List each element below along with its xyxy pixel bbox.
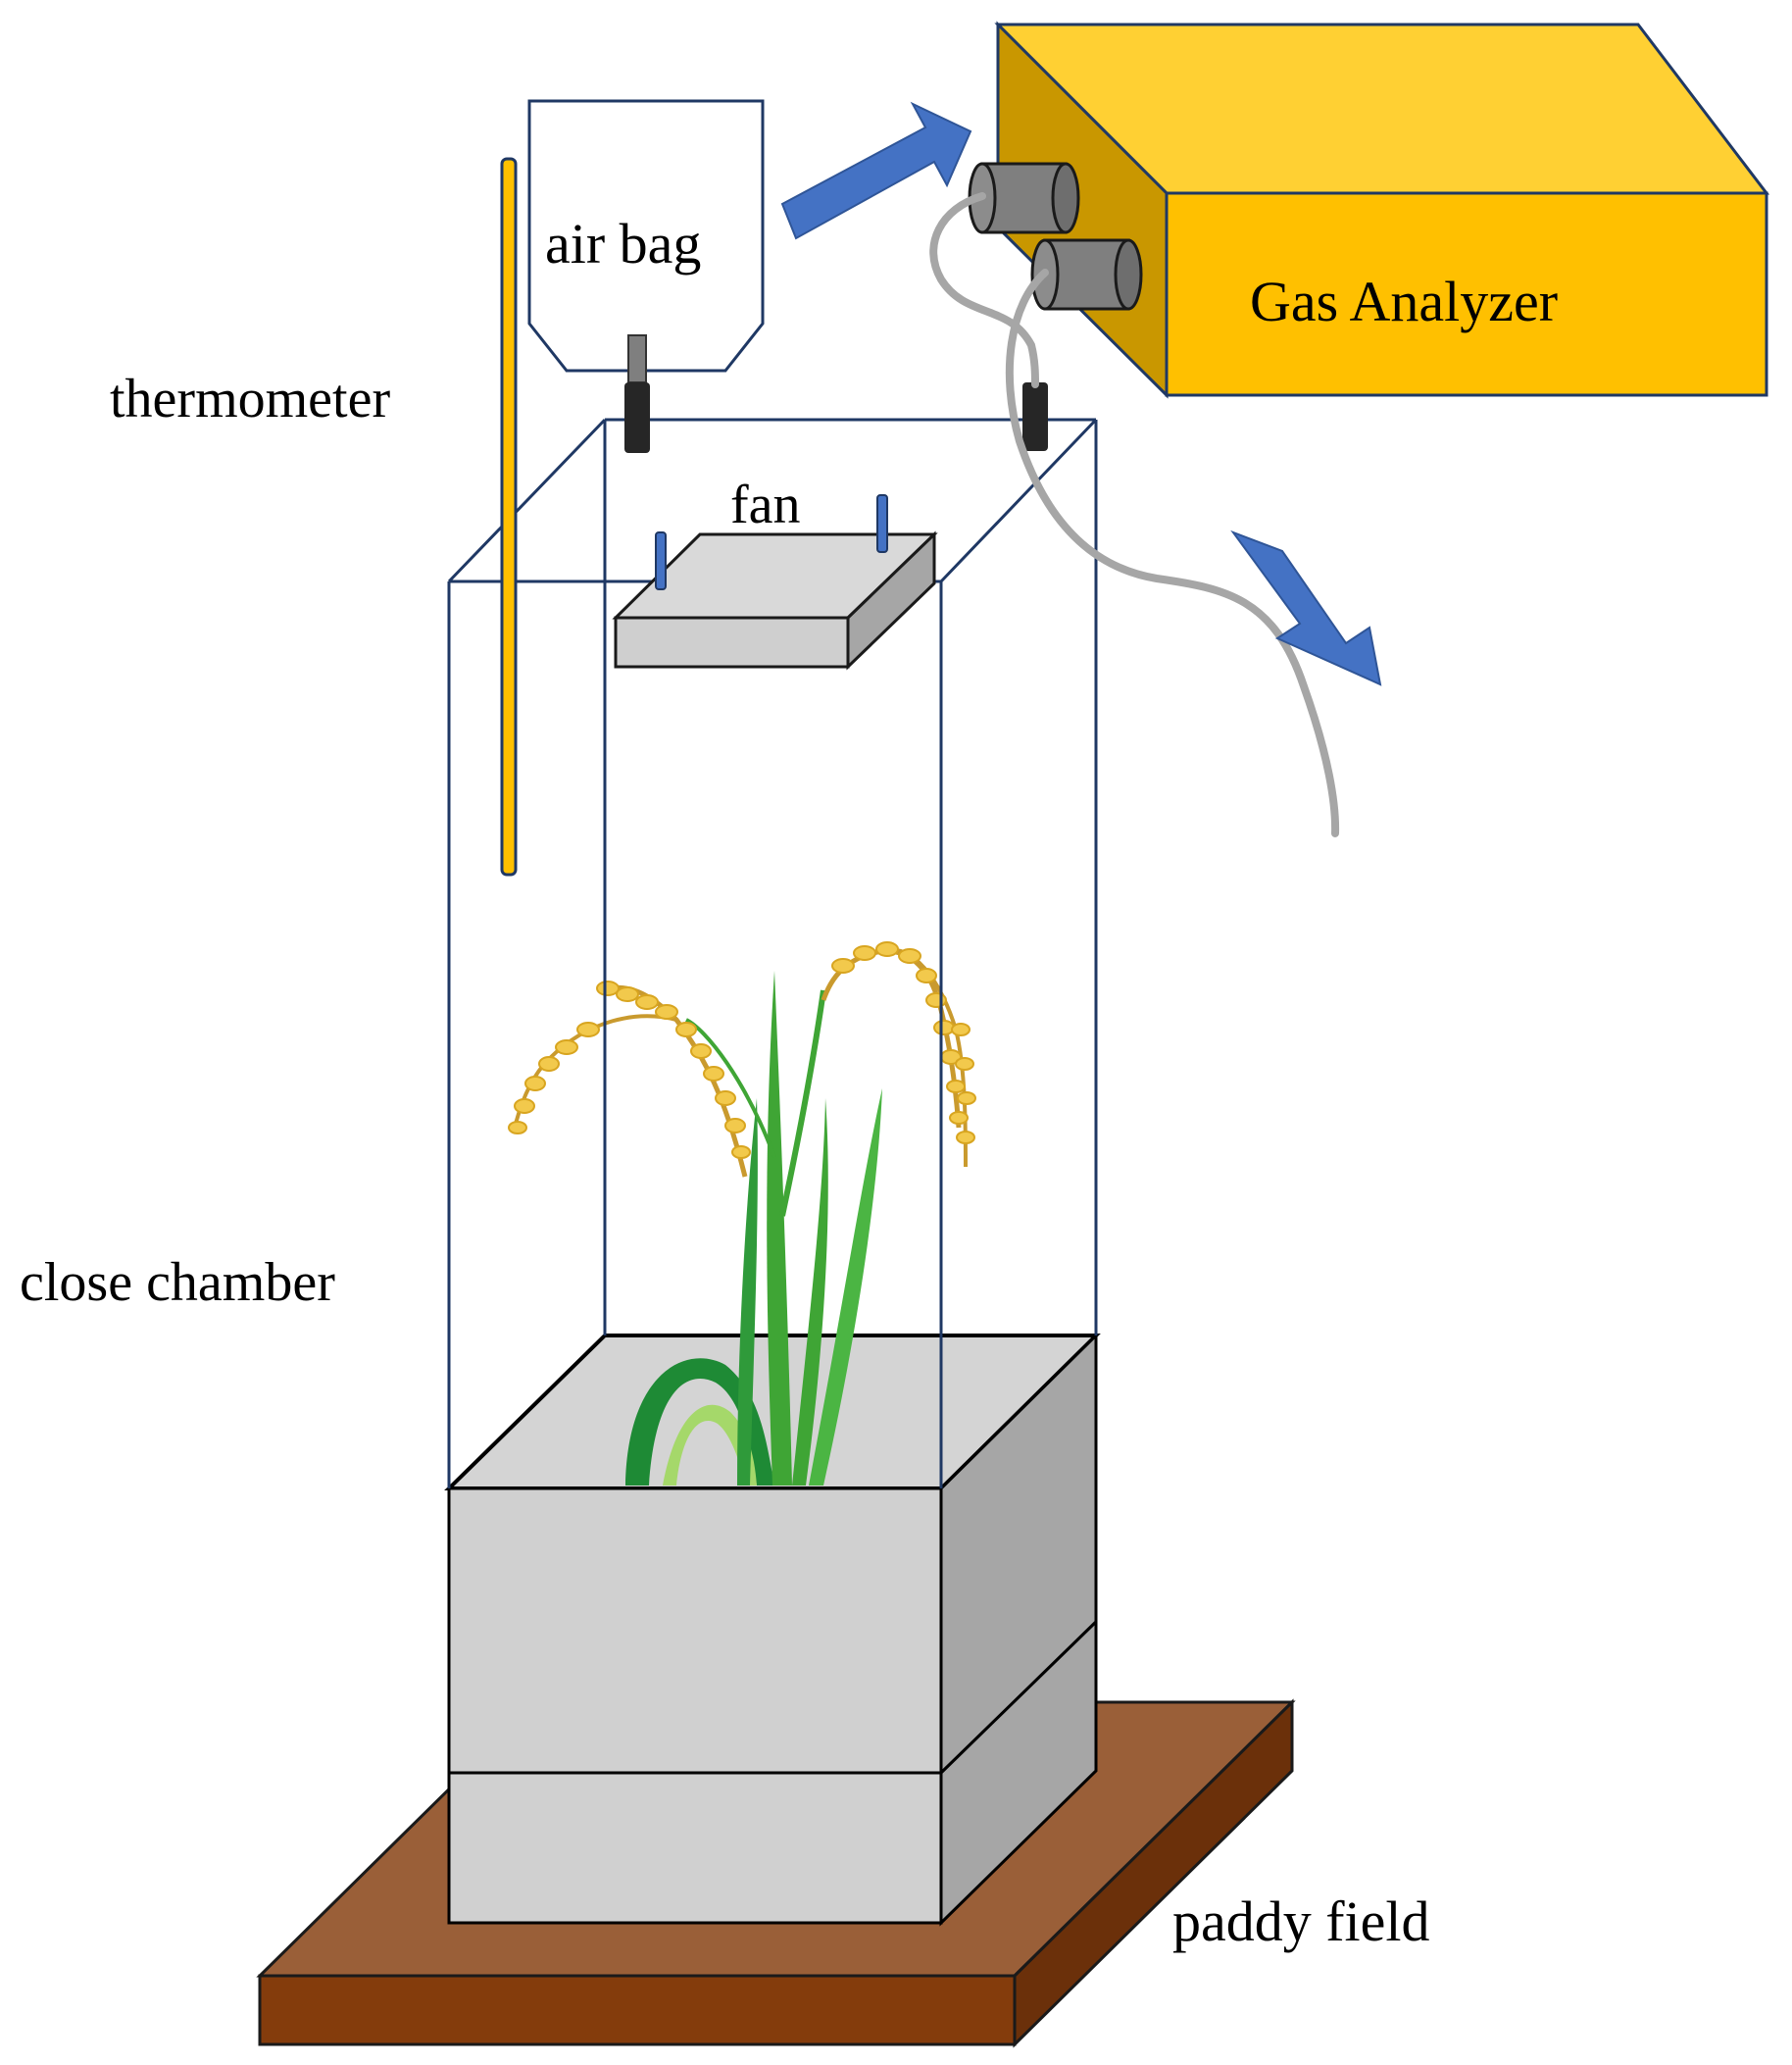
close-chamber-label: close chamber [20, 1252, 335, 1313]
thermometer [500, 157, 518, 877]
gas-analyzer [994, 21, 1770, 399]
fan-label: fan [730, 475, 801, 535]
close-chamber [447, 418, 1098, 1488]
tubes [929, 192, 1340, 837]
gas-analyzer-label: Gas Analyzer [1250, 270, 1558, 333]
chamber-port [1022, 382, 1048, 451]
arrow-down-right-icon [1230, 529, 1382, 686]
air-bag-label: air bag [545, 212, 701, 276]
rice-plant-icon [508, 941, 976, 1486]
thermometer-label: thermometer [110, 369, 390, 429]
air-bag [527, 99, 765, 453]
arrow-right-icon [780, 101, 972, 240]
paddy-field-label: paddy field [1172, 1889, 1430, 1953]
fan [612, 494, 938, 671]
